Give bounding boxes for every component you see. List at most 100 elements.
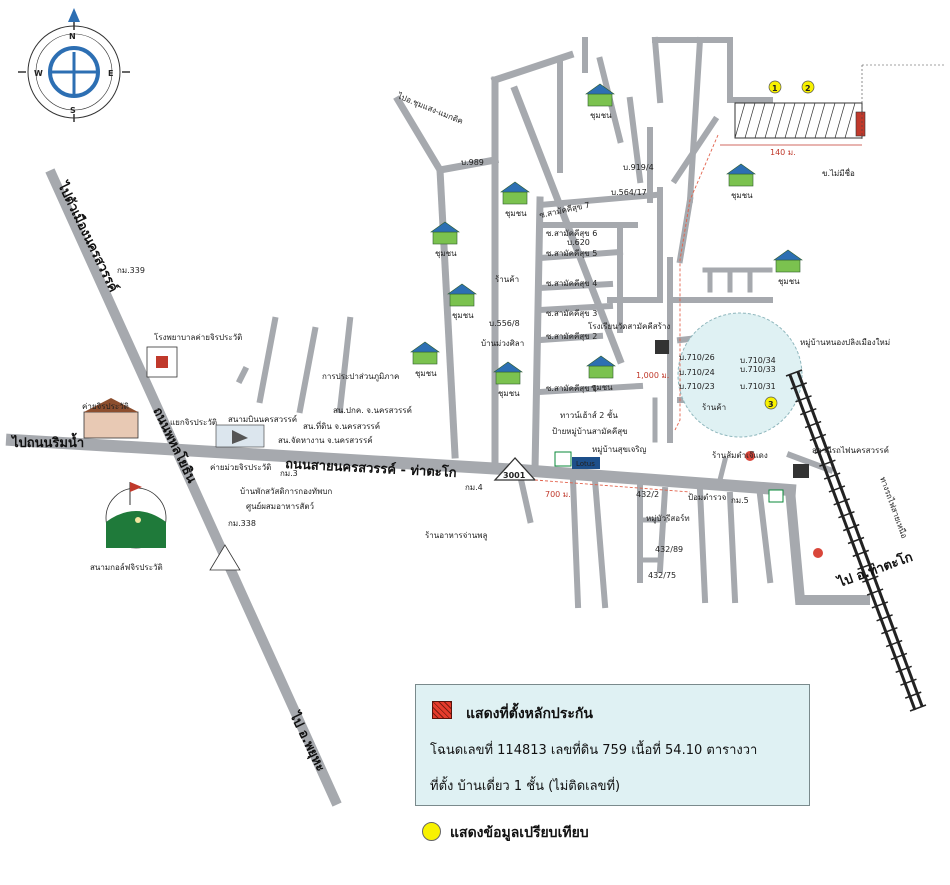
road-network	[5, 36, 870, 807]
label-h710-26: บ.710/26	[679, 353, 715, 362]
legend-title: แสดงที่ตั้งหลักประกัน	[466, 706, 593, 722]
house-icons	[410, 83, 803, 385]
label-km339: กม.339	[117, 266, 145, 275]
rail-tie	[876, 614, 893, 622]
community-house-icon	[493, 361, 523, 385]
rail-tie	[885, 639, 903, 648]
label-h556: บ.556/8	[489, 319, 520, 328]
label-soi3: ซ.สามัคคีสุข 3	[546, 309, 597, 318]
rail-tie	[790, 382, 808, 390]
label-cow: ศูนย์ผสมอาหารสัตว์	[246, 501, 314, 512]
legend-deed: โฉนดเลขที่ 114813 เลขที่ดิน 759 เนื้อที่…	[430, 743, 758, 758]
label-h564: บ.564/17	[611, 188, 647, 197]
rail-tie	[842, 523, 860, 532]
community-label: ชุมชน	[731, 191, 753, 200]
rail-tie	[795, 395, 812, 403]
label-mr-kai: ข.ไม่มีชื่อ	[822, 167, 855, 178]
rail-tie	[838, 511, 855, 519]
label-to-tha-tako: ไป อ.ท่าตะโก	[834, 548, 915, 591]
rail-tie	[890, 652, 908, 661]
label-d1000: 1,000 ม.	[636, 371, 669, 380]
golf-icon	[105, 482, 167, 549]
legend-box: แสดงที่ตั้งหลักประกัน โฉนดเลขที่ 114813 …	[415, 684, 810, 806]
label-km3: กม.3	[280, 469, 298, 478]
label-school3: สน.จัดหางาน จ.นครสวรรค์	[278, 435, 373, 445]
label-police: ป้อมตำรวจ	[688, 493, 727, 502]
rail-tie	[862, 575, 879, 583]
label-d140: 140 ม.	[770, 148, 796, 157]
community-label: ชุมชน	[778, 277, 800, 286]
label-golf: สนามกอล์ฟจิรประวัติ	[90, 562, 163, 572]
label-route: 3001	[503, 471, 526, 480]
label-airfield: สนามบินนครสวรรค์	[228, 414, 297, 424]
label-rest-house: บ้านพักสวัสดิการกองทัพบก	[240, 487, 332, 496]
legend-compare: แสดงข้อมูลเปรียบเทียบ	[418, 818, 718, 842]
label-school-nong: โรงเรียนวัดสามัคคีสร้าง	[588, 321, 670, 331]
rail-tie	[909, 704, 927, 712]
label-lotus: Lotus	[576, 460, 595, 468]
label-h710-33: บ.710/33	[740, 365, 776, 374]
label-camp-gate: ค่ายม่วยจิรประวัติ	[210, 463, 271, 472]
rail-tie	[900, 678, 917, 686]
community-label: ชุมชน	[415, 369, 437, 378]
label-km4: กม.4	[465, 483, 483, 492]
marker-1: 1	[772, 84, 778, 93]
label-townhouse: ทาวน์เฮ้าส์ 2 ชั้น	[560, 409, 618, 420]
compass-rose	[18, 8, 130, 122]
label-h710-23: บ.710/23	[679, 382, 715, 391]
rail-tie	[785, 369, 803, 377]
label-station: สถานีรถไฟนครสวรรค์	[812, 445, 889, 455]
label-h432-75: 432/75	[648, 571, 676, 580]
label-soi6: ซ.สามัคคีสุข 6	[546, 229, 597, 238]
rail-tie	[857, 562, 874, 570]
label-shop2: ร้านค้า	[702, 403, 726, 412]
compare-marker-icon	[422, 822, 441, 841]
rail-tie	[823, 472, 841, 480]
rail-tie	[852, 549, 870, 558]
collateral-swatch-icon	[432, 701, 452, 719]
railway	[785, 369, 927, 712]
rail-tie	[800, 407, 817, 416]
label-h432-2: 432/2	[636, 490, 659, 499]
map-labels: ถนนสายนครสวรรค์ - ท่าตะโก ถนนพหลโยธิน ไป…	[10, 91, 915, 774]
rail-tie	[895, 665, 912, 674]
label-h710-24: บ.710/24	[679, 368, 715, 377]
community-label: ชุมชน	[452, 311, 474, 320]
rail-tie	[904, 691, 922, 699]
label-village-suk: หมู่บ้านสุขเจริญ	[592, 445, 647, 455]
community-house-icon	[726, 163, 756, 187]
compass-s: S	[70, 106, 76, 115]
community-house-icon	[430, 221, 460, 245]
label-to-nakhon: ไปตัวเมืองนครสวรรค์	[54, 178, 123, 295]
label-h432-89: 432/89	[655, 545, 683, 554]
route-dashed-700	[534, 479, 691, 493]
label-rosi: หมู่บัวรีสอร์ท	[646, 513, 690, 524]
community-house-icon	[585, 83, 615, 107]
label-mawan: บ้านม่วงศิลา	[481, 339, 524, 348]
label-h989: บ.989	[461, 158, 484, 167]
label-soi4: ซ.สามัคคีสุข 4	[546, 279, 597, 288]
label-camp: ค่ายจิรประวัติ	[82, 402, 129, 411]
legend-location: ที่ตั้ง บ้านเดี่ยว 1 ชั้น (ไม่ติดเลขที่)	[430, 779, 621, 794]
label-village-new: หมู่บ้านหนองปลิงเมืองใหม่	[800, 338, 890, 348]
label-to-phayuha: ไป อ.พยุหะ	[286, 708, 330, 775]
community-label: ชุมชน	[435, 249, 457, 258]
label-shop1: ร้านค้า	[495, 275, 519, 284]
label-gas: ร้านส้มตำเจ๊แดง	[712, 450, 768, 460]
marker-3: 3	[768, 400, 774, 409]
building-icons	[83, 340, 823, 571]
community-house-icon	[500, 181, 530, 205]
rail-tie	[809, 433, 827, 442]
community-house-icon	[410, 341, 440, 365]
label-soi2: ซ.สามัคคีสุข 2	[546, 332, 597, 341]
label-soi1: ซ.สามัคคีสุข 1	[546, 384, 597, 393]
rail-tie	[828, 485, 846, 493]
label-junction: แยกจิรประวัติ	[170, 418, 217, 427]
label-soi5: ซ.สามัคคีสุข 5	[546, 249, 597, 258]
label-km338: กม.338	[228, 519, 256, 528]
rail-tie	[866, 588, 884, 596]
rail-tie	[881, 626, 898, 635]
rail-tie	[804, 420, 822, 429]
compass-n: N	[69, 32, 76, 41]
community-label: ชุมชน	[590, 111, 612, 120]
